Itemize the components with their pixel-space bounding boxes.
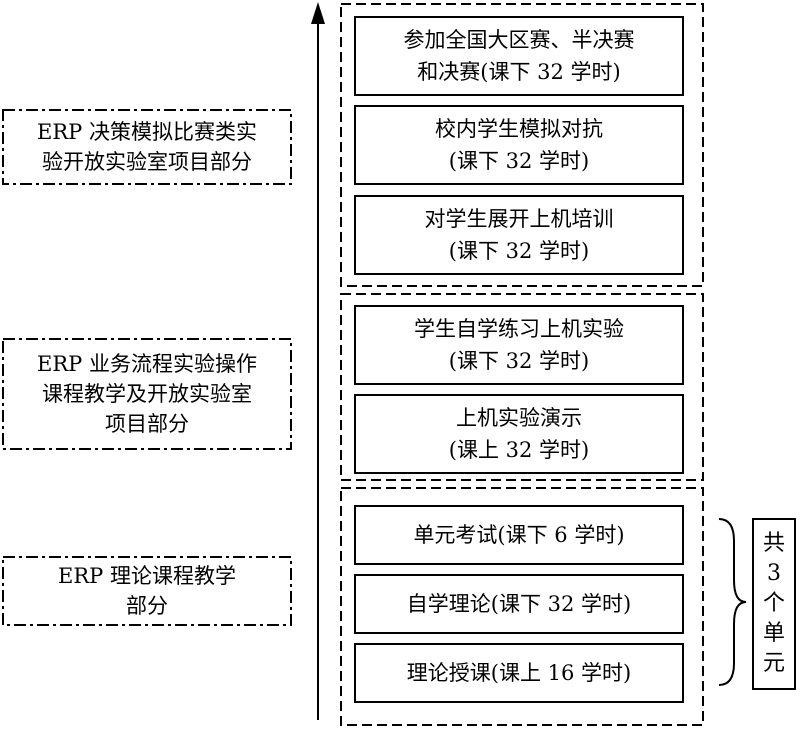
box-lab-demonstration: 上机实验演示 (课上 32 学时) xyxy=(354,394,684,474)
box-text-line: 理论授课(课上 16 学时) xyxy=(406,661,632,685)
box-campus-simulation: 校内学生模拟对抗 (课下 32 学时) xyxy=(354,105,684,185)
side-label-frame-2 xyxy=(2,338,292,450)
side-label-line: 部分 xyxy=(126,594,168,618)
side-label-decision-simulation: ERP 决策模拟比赛类实 验开放实验室项目部分 xyxy=(5,112,289,182)
box-text-line: 参加全国大区赛、半决赛 xyxy=(403,28,635,52)
side-label-line: 项目部分 xyxy=(105,412,189,436)
side-label-frame-1 xyxy=(2,109,292,185)
box-text-line: 单元考试(课下 6 学时) xyxy=(413,523,625,547)
box-national-competition: 参加全国大区赛、半决赛 和决赛(课下 32 学时) xyxy=(354,16,684,96)
box-text-line: 校内学生模拟对抗 xyxy=(435,117,603,141)
progress-arrow-head xyxy=(311,2,325,24)
side-label-line: ERP 决策模拟比赛类实 xyxy=(37,120,257,144)
side-label-frame-3 xyxy=(2,556,292,626)
units-note-char: 元 xyxy=(762,651,785,676)
side-label-line: 课程教学及开放实验室 xyxy=(42,382,252,406)
box-text-line: 上机实验演示 xyxy=(456,406,582,430)
units-note-char: 个 xyxy=(762,591,785,616)
box-self-study-theory: 自学理论(课下 32 学时) xyxy=(354,574,684,634)
box-text-line: (课下 32 学时) xyxy=(448,239,590,263)
box-theory-lecture: 理论授课(课上 16 学时) xyxy=(354,643,684,703)
box-text-line: 对学生展开上机培训 xyxy=(424,207,614,231)
group-frame-1 xyxy=(340,3,704,287)
side-label-line: ERP 业务流程实验操作 xyxy=(37,352,257,376)
group-frame-3 xyxy=(340,487,704,726)
side-label-business-process: ERP 业务流程实验操作 课程教学及开放实验室 项目部分 xyxy=(5,341,289,447)
box-text-line: (课上 32 学时) xyxy=(448,438,590,462)
box-computer-training: 对学生展开上机培训 (课下 32 学时) xyxy=(354,195,684,275)
units-note-box: 共 3 个 单 元 xyxy=(752,518,796,690)
box-self-study-lab: 学生自学练习上机实验 (课下 32 学时) xyxy=(354,305,684,385)
box-text-line: (课下 32 学时) xyxy=(448,349,590,373)
units-note-char: 共 xyxy=(762,531,785,556)
box-text-line: 自学理论(课下 32 学时) xyxy=(406,592,632,616)
box-text-line: (课下 32 学时) xyxy=(448,149,590,173)
box-text-line: 学生自学练习上机实验 xyxy=(414,317,624,341)
box-unit-exam: 单元考试(课下 6 学时) xyxy=(354,505,684,565)
units-note-char: 单 xyxy=(762,621,785,646)
side-label-theory-teaching: ERP 理论课程教学 部分 xyxy=(5,559,289,623)
side-label-line: ERP 理论课程教学 xyxy=(58,564,236,588)
curly-brace xyxy=(718,518,747,686)
box-text-line: 和决赛(课下 32 学时) xyxy=(417,60,621,84)
group-frame-2 xyxy=(340,293,704,481)
side-label-line: 验开放实验室项目部分 xyxy=(42,150,252,174)
units-note-char: 3 xyxy=(767,561,781,586)
